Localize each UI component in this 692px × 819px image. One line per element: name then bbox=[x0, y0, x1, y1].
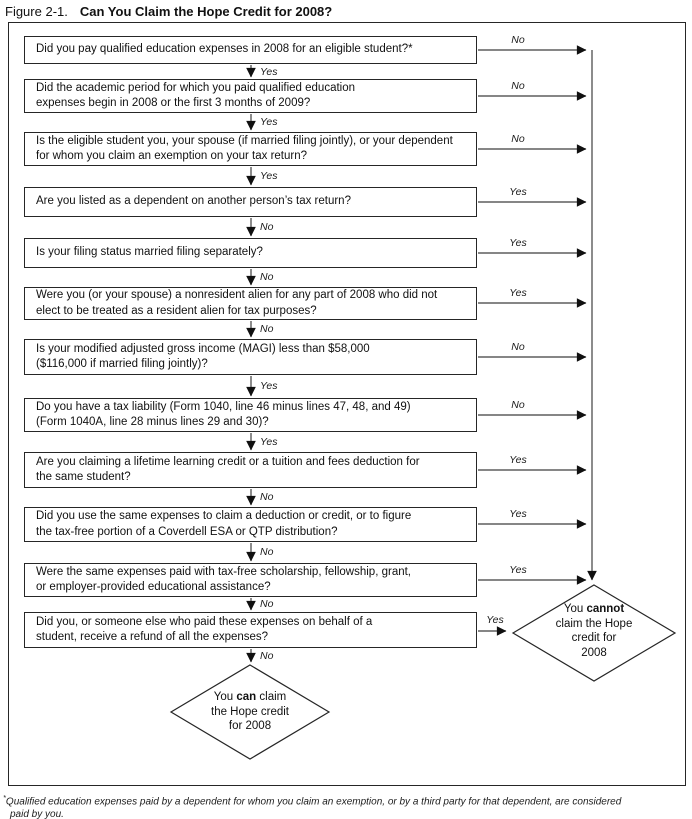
question-box-2: Did the academic period for which you pa… bbox=[24, 79, 477, 113]
side-label-5: Yes bbox=[509, 237, 527, 249]
question-text-2: Did the academic period for which you pa… bbox=[36, 81, 356, 110]
down-label-4: No bbox=[260, 221, 274, 233]
question-text-6: Were you (or your spouse) a nonresident … bbox=[36, 289, 438, 317]
side-label-3: No bbox=[511, 133, 525, 145]
cannot-line-3: credit for bbox=[571, 632, 617, 644]
question-text-10: Did you use the same expenses to claim a… bbox=[36, 510, 412, 538]
question-text-4: Are you listed as a dependent on another… bbox=[36, 195, 351, 208]
down-label-9: No bbox=[260, 491, 274, 503]
can-line-2: the Hope credit bbox=[211, 705, 289, 718]
question-box-3: Is the eligible student you, your spouse… bbox=[24, 132, 477, 166]
down-label-8: Yes bbox=[260, 436, 278, 448]
side-branch-arrows bbox=[478, 45, 587, 636]
question-text-3: Is the eligible student you, your spouse… bbox=[36, 134, 453, 163]
down-label-1: Yes bbox=[260, 66, 278, 78]
footnote: *Qualified education expenses paid by a … bbox=[3, 791, 621, 819]
side-label-1: No bbox=[511, 34, 525, 46]
question-box-1: Did you pay qualified education expenses… bbox=[24, 36, 477, 64]
cannot-line-4: 2008 bbox=[581, 646, 607, 659]
question-text-7: Is your modified adjusted gross income (… bbox=[36, 342, 370, 371]
down-label-7: Yes bbox=[260, 380, 278, 392]
question-text-1: Did you pay qualified education expenses… bbox=[36, 43, 413, 56]
cannot-line-2: claim the Hope bbox=[555, 617, 633, 630]
question-text-8: Do you have a tax liability (Form 1040, … bbox=[36, 400, 411, 429]
side-label-8: No bbox=[511, 399, 525, 411]
question-box-11: Were the same expenses paid with tax-fre… bbox=[24, 563, 477, 597]
question-box-10: Did you use the same expenses to claim a… bbox=[24, 507, 477, 542]
figure-title: Figure 2-1. Can You Claim the Hope Credit… bbox=[5, 4, 332, 19]
question-box-7: Is your modified adjusted gross income (… bbox=[24, 339, 477, 375]
side-label-9: Yes bbox=[509, 454, 527, 466]
down-label-12: No bbox=[260, 650, 274, 662]
footnote-line-2: paid by you. bbox=[10, 809, 64, 819]
down-label-6: No bbox=[260, 323, 274, 335]
side-label-6: Yes bbox=[509, 287, 527, 299]
can-line-3: for 2008 bbox=[228, 720, 272, 732]
cannot-claim-text: You cannot claim the Hope credit for 200… bbox=[534, 602, 654, 660]
side-label-4: Yes bbox=[509, 186, 527, 198]
side-label-7: No bbox=[511, 341, 525, 353]
cannot-line-1: You cannot bbox=[563, 603, 625, 615]
question-box-12: Did you, or someone else who paid these … bbox=[24, 612, 477, 648]
figure-number: Figure 2-1. bbox=[5, 4, 68, 19]
footnote-asterisk: * bbox=[3, 793, 6, 802]
can-line-1: You can claim bbox=[213, 691, 287, 703]
question-text-5: Is your filing status married filing sep… bbox=[36, 246, 263, 259]
side-label-11: Yes bbox=[509, 564, 527, 576]
can-claim-diamond bbox=[169, 664, 331, 760]
side-label-2: No bbox=[511, 80, 525, 92]
side-label-10: Yes bbox=[509, 508, 527, 520]
flowchart-border bbox=[8, 22, 686, 786]
side-label-12: Yes bbox=[486, 614, 504, 626]
figure-heading: Can You Claim the Hope Credit for 2008? bbox=[79, 4, 333, 19]
down-label-10: No bbox=[260, 546, 274, 558]
question-box-8: Do you have a tax liability (Form 1040, … bbox=[24, 398, 477, 432]
down-label-2: Yes bbox=[260, 116, 278, 128]
question-text-12: Did you, or someone else who paid these … bbox=[36, 615, 373, 644]
question-box-5: Is your filing status married filing sep… bbox=[24, 238, 477, 268]
down-label-3: Yes bbox=[260, 170, 278, 182]
question-text-9: Are you claiming a lifetime learning cre… bbox=[36, 455, 420, 484]
footnote-line-1: *Qualified education expenses paid by a … bbox=[3, 793, 622, 808]
question-text-11: Were the same expenses paid with tax-fre… bbox=[36, 565, 412, 594]
cannot-claim-diamond bbox=[511, 584, 677, 682]
question-box-6: Were you (or your spouse) a nonresident … bbox=[24, 287, 477, 320]
down-label-5: No bbox=[260, 271, 274, 283]
question-box-4: Are you listed as a dependent on another… bbox=[24, 187, 477, 217]
down-label-11: No bbox=[260, 598, 274, 610]
can-claim-text: You can claim the Hope credit for 2008 bbox=[193, 690, 307, 734]
question-box-9: Are you claiming a lifetime learning cre… bbox=[24, 452, 477, 488]
